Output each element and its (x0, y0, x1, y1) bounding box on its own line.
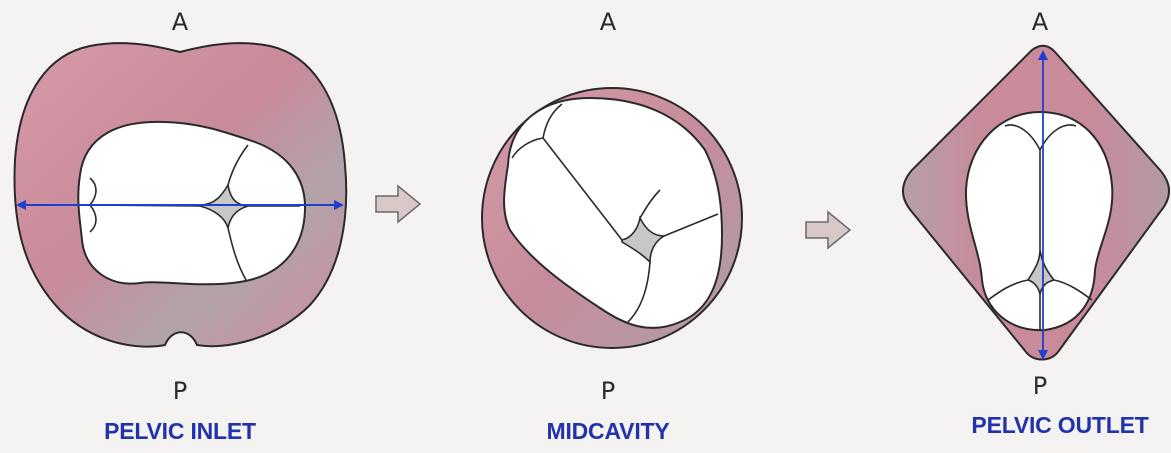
midcavity-posterior-label: P (600, 377, 616, 405)
midcavity-title: MIDCAVITY (546, 418, 670, 444)
outlet-posterior-label: P (1032, 372, 1048, 400)
fetal-head-midcavity (503, 96, 724, 329)
midcavity-anterior-label: A (599, 8, 617, 36)
inlet-posterior-label: P (172, 377, 188, 405)
pelvic-inlet-panel (13, 42, 348, 348)
inlet-anterior-label: A (171, 8, 189, 36)
outlet-anterior-label: A (1031, 8, 1049, 36)
pelvic-outlet-panel (902, 44, 1170, 361)
midcavity-panel (481, 87, 743, 349)
inlet-title: PELVIC INLET (104, 418, 256, 444)
progression-arrow-1 (375, 184, 422, 224)
fontanelle-midcavity (621, 215, 667, 264)
progression-arrow-2 (805, 210, 852, 250)
sutures-midcavity (511, 103, 719, 323)
outlet-title: PELVIC OUTLET (971, 412, 1149, 438)
fetal-head-outlet (964, 110, 1114, 332)
